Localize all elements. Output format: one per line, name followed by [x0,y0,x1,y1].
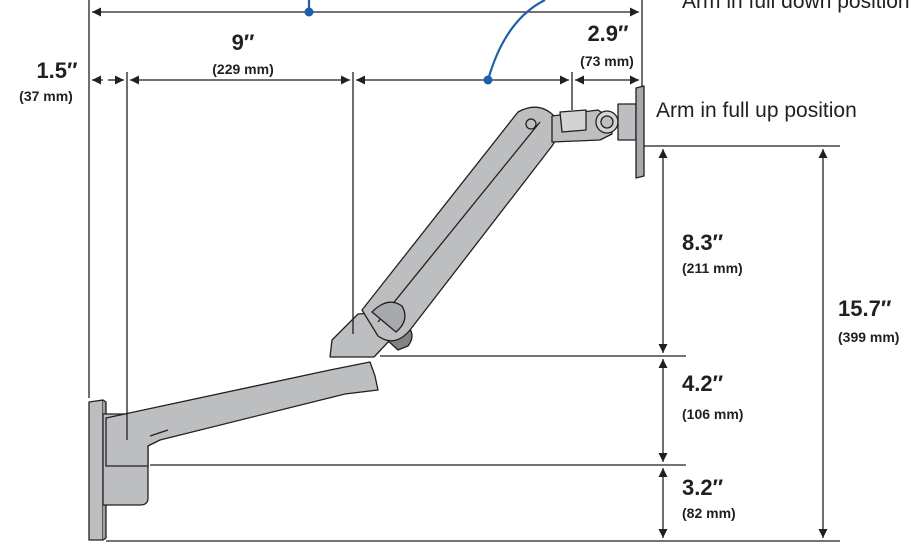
vesa-bracket [617,103,637,141]
elbow-collar [371,301,406,333]
callout-dot-top [304,7,314,17]
tilt-offset-mm: (73 mm) [580,53,634,69]
upper-arm-rail [377,121,541,323]
arm-reach-mm: (229 mm) [212,61,273,77]
upper-pivot-bolt [525,118,537,130]
callout-leader-curve [486,0,546,81]
callout-dot-curve [483,75,493,85]
vertical-dimension-arrows [658,149,828,538]
caption-full-down: Arm in full down position [682,0,910,13]
wall-offset-inches: 1.5″ [36,58,78,83]
lower-arm [105,361,379,467]
horizontal-dimension-arrows [92,7,639,85]
caption-full-up: Arm in full up position [656,99,857,122]
middle-rise-inches: 4.2″ [682,371,724,396]
upper-rise-inches: 8.3″ [682,230,724,255]
total-lift-inches: 15.7″ [838,296,892,321]
tilt-knob-inner [600,115,614,129]
arm-reach-inches: 9″ [232,30,255,55]
wall-offset-mm: (37 mm) [19,88,73,104]
monitor-arm-illustration [88,85,645,541]
total-lift-mm: (399 mm) [838,329,899,345]
extension-lines [88,0,840,542]
tilt-offset-inches: 2.9″ [587,21,629,46]
monitor-plate [635,85,645,179]
base-height-mm: (82 mm) [682,505,736,521]
lower-arm-slot [149,429,169,437]
base-height-inches: 3.2″ [682,475,724,500]
tilt-hinge [559,109,587,133]
upper-rise-mm: (211 mm) [682,260,743,276]
middle-rise-mm: (106 mm) [682,406,743,422]
wall-plate [88,399,104,541]
